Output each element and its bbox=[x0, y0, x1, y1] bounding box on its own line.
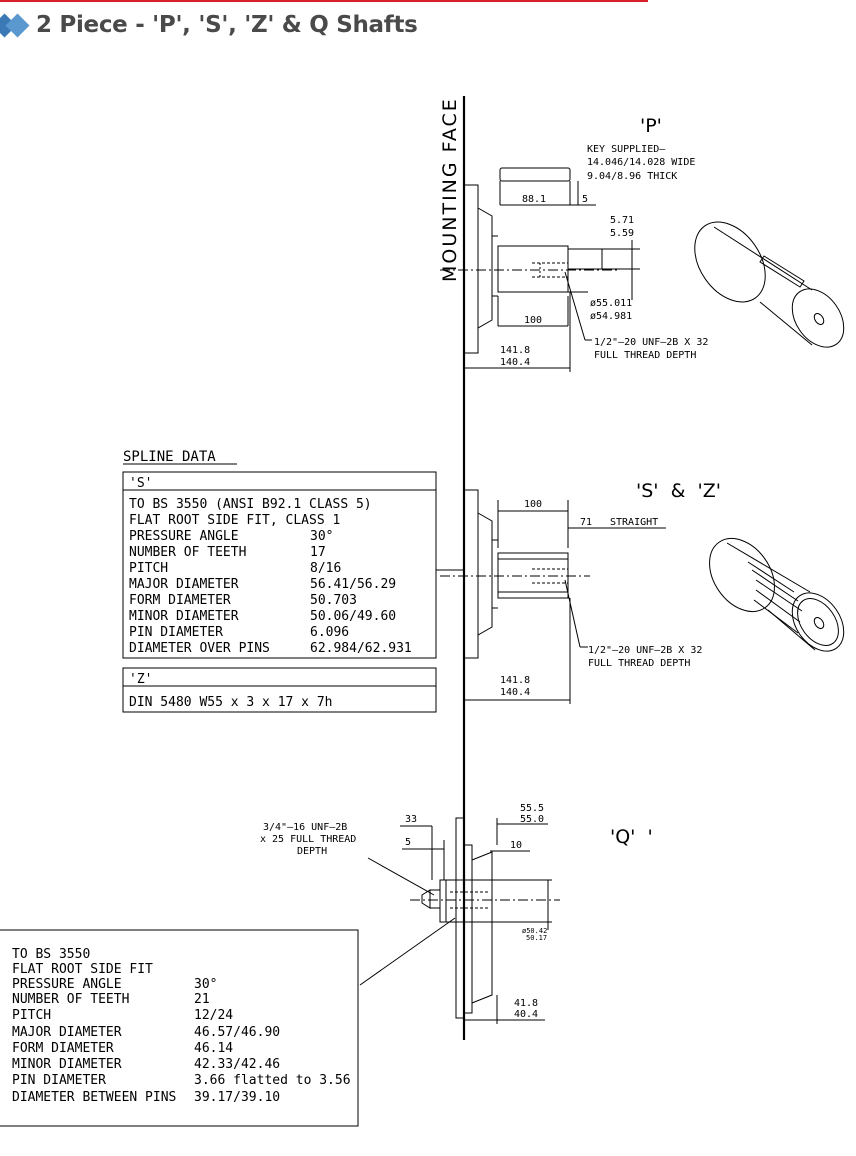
q-dim-55-min: 55.0 bbox=[520, 814, 544, 825]
q-spline-value: 30° bbox=[194, 977, 217, 992]
q-spline-key: PRESSURE ANGLE bbox=[12, 977, 122, 992]
q-thread-note-line-2: x 25 FULL THREAD bbox=[260, 834, 356, 845]
sz-dim-straight: 71 bbox=[580, 517, 592, 528]
q-dim-33: 33 bbox=[405, 814, 417, 825]
q-dim-55-max: 55.5 bbox=[520, 803, 544, 814]
spline-s-value: 56.41/56.29 bbox=[310, 577, 396, 592]
shaft-p-label: 'P' bbox=[640, 115, 662, 137]
header-accent-line bbox=[0, 0, 648, 2]
q-dim-diameter-min: 50.17 bbox=[526, 934, 547, 942]
q-spline-value: 42.33/42.46 bbox=[194, 1057, 280, 1072]
sz-dim-length: 100 bbox=[524, 499, 542, 510]
spline-s-value: 62.984/62.931 bbox=[310, 641, 412, 656]
shaft-s-isometric bbox=[709, 538, 845, 652]
q-thread-note-line-1: 3/4"–16 UNF–2B bbox=[263, 822, 347, 833]
spline-s-value: 30° bbox=[310, 529, 333, 544]
spline-s-key: PRESSURE ANGLE bbox=[129, 529, 239, 544]
q-spline-value: 46.14 bbox=[194, 1041, 233, 1056]
page-title: 2 Piece - 'P', 'S', 'Z' & Q Shafts bbox=[36, 12, 418, 38]
dim-diameter-min: ø54.981 bbox=[590, 311, 632, 322]
spline-z-title: 'Z' bbox=[129, 672, 152, 687]
shaft-p-drawing bbox=[440, 167, 640, 372]
q-spline-value: 46.57/46.90 bbox=[194, 1025, 280, 1040]
q-spline-value: 21 bbox=[194, 992, 210, 1007]
spline-s-value: 8/16 bbox=[310, 561, 341, 576]
spline-s-key: MINOR DIAMETER bbox=[129, 609, 239, 624]
spline-s-title: 'S' bbox=[129, 476, 152, 491]
sz-thread-note-line-2: FULL THREAD DEPTH bbox=[588, 658, 690, 669]
sz-straight-label: STRAIGHT bbox=[610, 517, 658, 528]
mounting-face-label: MOUNTING FACE bbox=[439, 97, 461, 282]
spline-s-value: 50.06/49.60 bbox=[310, 609, 396, 624]
spline-s-key: NUMBER OF TEETH bbox=[129, 545, 246, 560]
q-spline-key: DIAMETER BETWEEN PINS bbox=[12, 1090, 176, 1105]
q-spline-line-2: FLAT ROOT SIDE FIT bbox=[12, 962, 153, 977]
spline-s-value: 50.703 bbox=[310, 593, 357, 608]
q-spline-key: MINOR DIAMETER bbox=[12, 1057, 122, 1072]
q-spline-value: 3.66 flatted to 3.56 bbox=[194, 1073, 351, 1088]
q-dim-diameter-max: ø50.42 bbox=[522, 927, 547, 935]
spline-s-value: 17 bbox=[310, 545, 326, 560]
shaft-q-label: 'Q' ' bbox=[610, 826, 653, 848]
spline-s-box bbox=[122, 471, 437, 659]
key-note-line-1: KEY SUPPLIED– bbox=[587, 144, 666, 155]
spline-s-line-2: FLAT ROOT SIDE FIT, CLASS 1 bbox=[129, 513, 340, 528]
shaft-q-drawing bbox=[359, 817, 560, 1024]
sz-thread-note-line-1: 1/2"–20 UNF–2B X 32 bbox=[588, 645, 702, 656]
q-spline-value: 39.17/39.10 bbox=[194, 1090, 280, 1105]
thread-note-line-1: 1/2"–20 UNF–2B X 32 bbox=[594, 337, 708, 348]
spline-z-line: DIN 5480 W55 x 3 x 17 x 7h bbox=[129, 695, 333, 710]
dim-overall-max: 141.8 bbox=[500, 345, 530, 356]
q-thread-note-line-3: DEPTH bbox=[297, 846, 327, 857]
page-header: 2 Piece - 'P', 'S', 'Z' & Q Shafts bbox=[0, 8, 418, 42]
spline-s-line-1: TO BS 3550 (ANSI B92.1 CLASS 5) bbox=[129, 497, 372, 512]
q-dim-10: 10 bbox=[510, 840, 522, 851]
q-spline-key: FORM DIAMETER bbox=[12, 1041, 114, 1056]
shaft-sz-drawing bbox=[440, 489, 666, 704]
q-spline-rows: PRESSURE ANGLE 30° NUMBER OF TEETH 21 PI… bbox=[12, 977, 351, 1105]
key-note-line-3: 9.04/8.96 THICK bbox=[587, 171, 677, 182]
spline-data-heading: SPLINE DATA bbox=[123, 449, 216, 465]
key-note-line-2: 14.046/14.028 WIDE bbox=[587, 157, 695, 168]
shaft-sz-label: 'S' & 'Z' bbox=[636, 480, 721, 502]
q-spline-key: NUMBER OF TEETH bbox=[12, 992, 129, 1007]
spline-s-value: 6.096 bbox=[310, 625, 349, 640]
q-dim-overall-max: 41.8 bbox=[514, 998, 538, 1009]
sz-dim-overall-min: 140.4 bbox=[500, 687, 530, 698]
spline-s-key: FORM DIAMETER bbox=[129, 593, 231, 608]
dim-overall-min: 140.4 bbox=[500, 357, 530, 368]
dim-diameter-max: ø55.011 bbox=[590, 298, 632, 309]
q-spline-line-1: TO BS 3550 bbox=[12, 947, 90, 962]
q-dim-5: 5 bbox=[405, 837, 411, 848]
q-spline-key: MAJOR DIAMETER bbox=[12, 1025, 122, 1040]
q-spline-value: 12/24 bbox=[194, 1008, 233, 1023]
sz-dim-overall-max: 141.8 bbox=[500, 675, 530, 686]
dim-key-offset: 5 bbox=[582, 194, 588, 205]
shaft-p-isometric bbox=[694, 221, 845, 348]
dim-key-length: 88.1 bbox=[522, 194, 546, 205]
dim-key-height-max: 5.71 bbox=[610, 215, 634, 226]
q-spline-box bbox=[0, 929, 359, 1127]
q-spline-key: PITCH bbox=[12, 1008, 51, 1023]
spline-s-key: DIAMETER OVER PINS bbox=[129, 641, 270, 656]
q-spline-key: PIN DIAMETER bbox=[12, 1073, 106, 1088]
spline-z-box bbox=[122, 667, 437, 713]
q-dim-overall-min: 40.4 bbox=[514, 1009, 538, 1020]
spline-s-rows: PRESSURE ANGLE 30° NUMBER OF TEETH 17 PI… bbox=[129, 529, 412, 656]
spline-s-key: PIN DIAMETER bbox=[129, 625, 223, 640]
spline-s-key: PITCH bbox=[129, 561, 168, 576]
thread-note-line-2: FULL THREAD DEPTH bbox=[594, 350, 696, 361]
dim-shaft-length: 100 bbox=[524, 315, 542, 326]
spline-s-key: MAJOR DIAMETER bbox=[129, 577, 239, 592]
dim-key-height-min: 5.59 bbox=[610, 228, 634, 239]
